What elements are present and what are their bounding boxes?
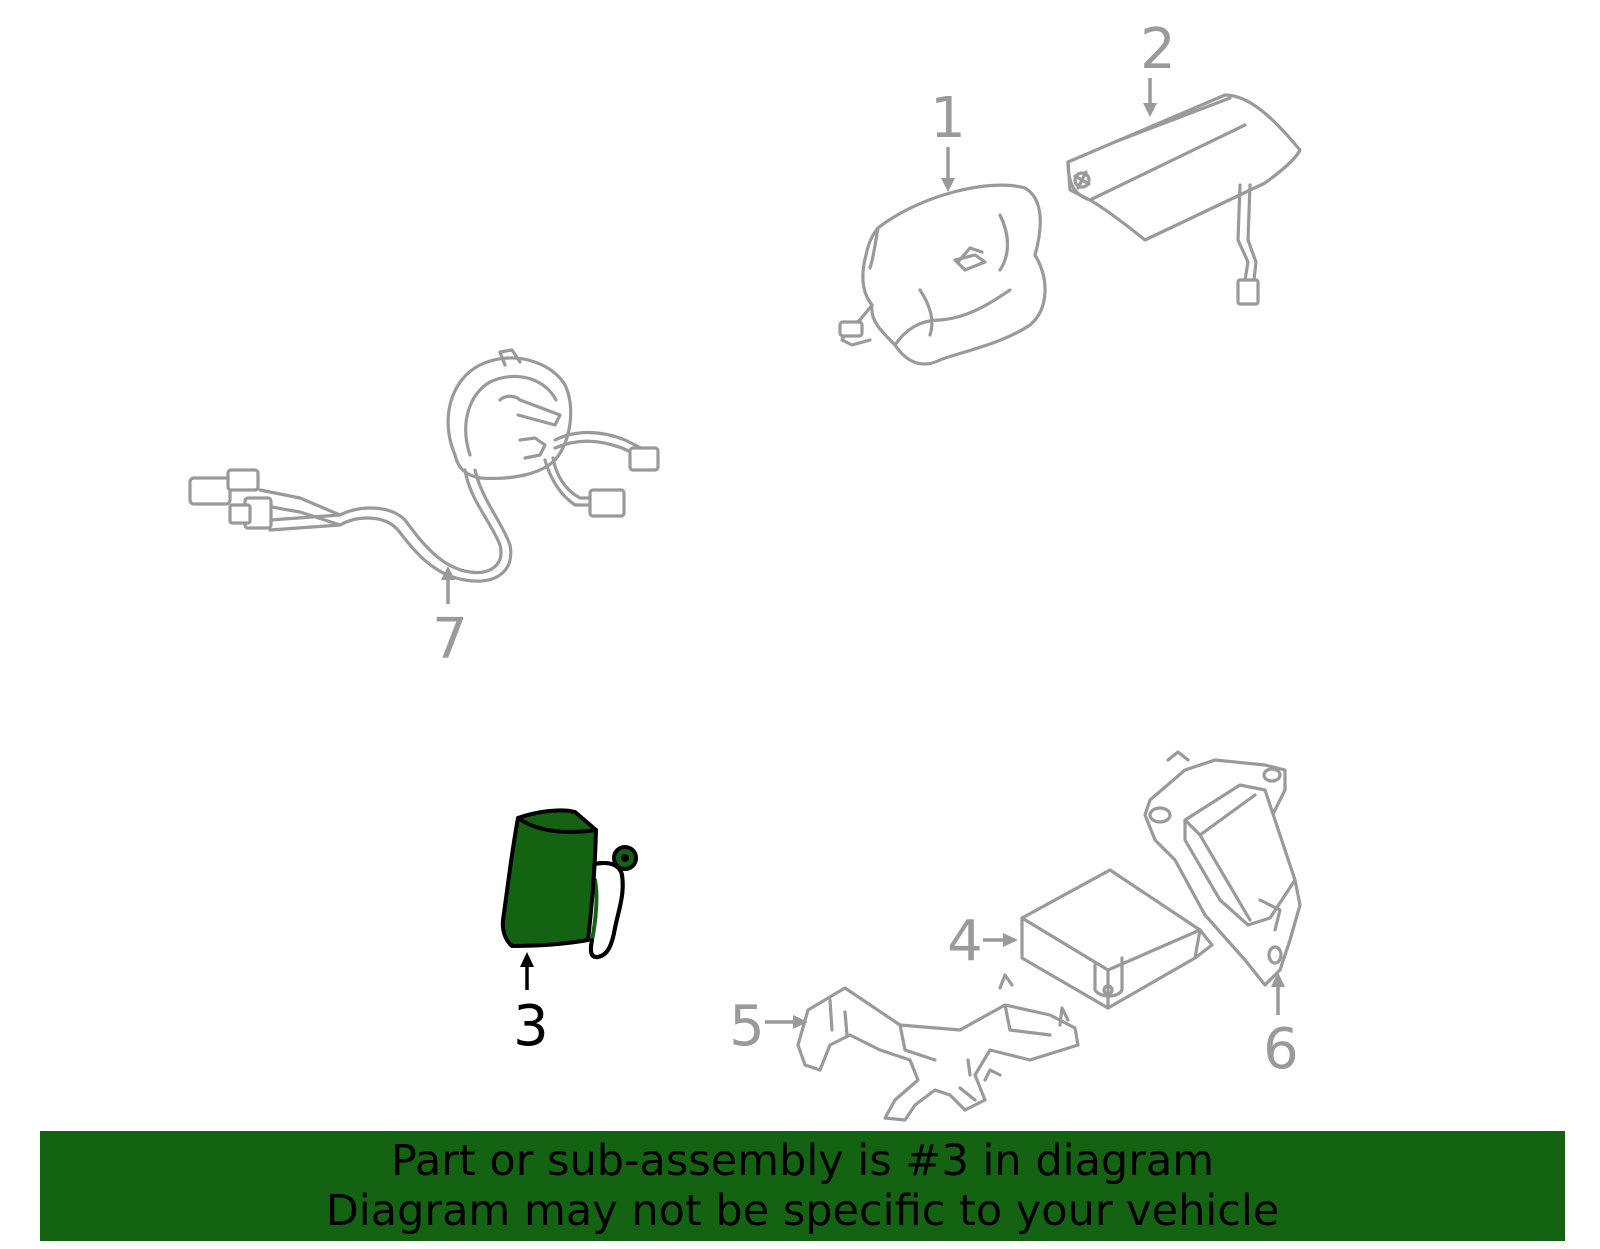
part-7-clock-spring[interactable]: [188, 348, 660, 583]
callout-6: 6: [1263, 1017, 1299, 1082]
callout-5: 5: [729, 994, 765, 1059]
callout-arrows: [441, 78, 1285, 1029]
part-6-mounting-plate[interactable]: [1143, 750, 1302, 987]
part-2-passenger-airbag[interactable]: [1066, 93, 1302, 306]
part-1-driver-airbag[interactable]: [838, 183, 1047, 366]
callout-4: 4: [947, 909, 983, 974]
part-3-impact-sensor[interactable]: [500, 808, 638, 960]
banner-line-part: Part or sub-assembly is #3 in diagram: [390, 1136, 1215, 1186]
banner-line-disclaimer: Diagram may not be specific to your vehi…: [325, 1186, 1280, 1236]
callout-1: 1: [930, 86, 966, 151]
callout-7: 7: [432, 607, 468, 672]
part-5-bracket[interactable]: [796, 973, 1080, 1122]
callout-3: 3: [513, 994, 549, 1059]
callout-2: 2: [1140, 17, 1176, 82]
part-4-control-module[interactable]: [1020, 868, 1214, 1010]
info-banner: Part or sub-assembly is #3 in diagram Di…: [40, 1131, 1565, 1241]
